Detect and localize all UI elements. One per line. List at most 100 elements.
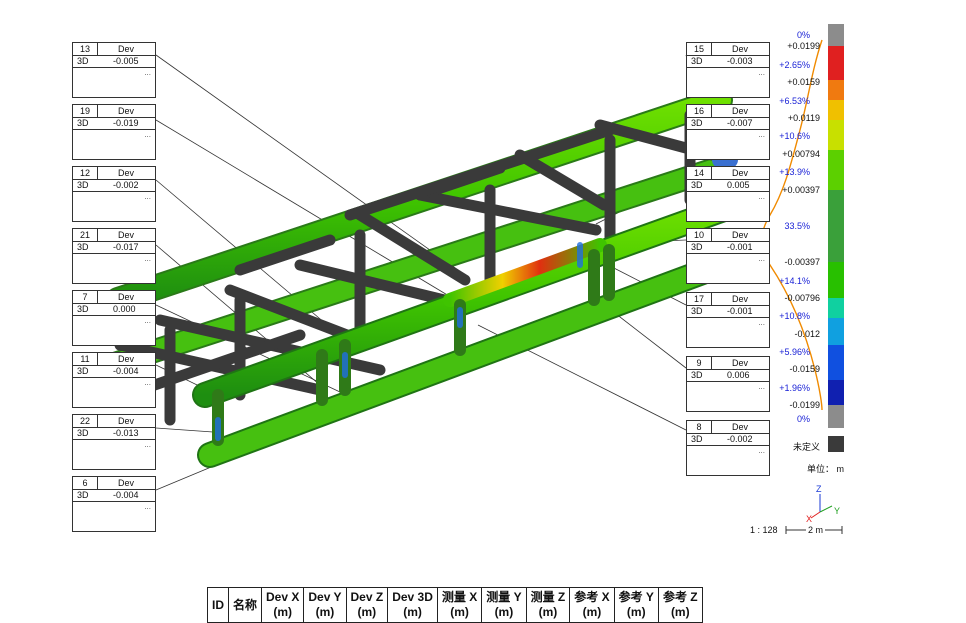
callout-header: Dev: [731, 168, 748, 178]
callout-value: -0.004: [113, 490, 139, 500]
callout-id: 6: [73, 477, 98, 489]
callout-key: 3D: [691, 370, 703, 380]
callout-10[interactable]: 10 Dev 3D -0.001...: [686, 228, 770, 284]
table-header-cell[interactable]: 测量 X(m): [436, 587, 483, 623]
callout-value: -0.001: [727, 306, 753, 316]
callout-header: Dev: [731, 230, 748, 240]
callout-more[interactable]: ...: [758, 130, 765, 139]
callout-key: 3D: [691, 434, 703, 444]
legend-percent-label: +6.53%: [779, 96, 810, 106]
callout-key: 3D: [77, 180, 89, 190]
callout-more[interactable]: ...: [758, 68, 765, 77]
callout-header: Dev: [117, 354, 134, 364]
callout-id: 11: [73, 353, 98, 365]
callout-key: 3D: [691, 242, 703, 252]
legend-value-label: -0.012: [794, 329, 820, 339]
truss-model[interactable]: [84, 87, 748, 468]
callout-more[interactable]: ...: [144, 502, 151, 511]
callout-more[interactable]: ...: [144, 130, 151, 139]
table-header-cell[interactable]: 名称: [227, 587, 263, 623]
callout-header: Dev: [731, 44, 748, 54]
callout-id: 19: [73, 105, 98, 117]
axis-z-label: Z: [816, 484, 822, 494]
callout-value: -0.001: [727, 242, 753, 252]
legend-segment: [828, 150, 844, 190]
table-header-cell[interactable]: Dev 3D(m): [387, 587, 438, 623]
scale-ratio: 1 : 128: [750, 525, 778, 535]
callout-id: 15: [687, 43, 712, 55]
legend-percent-label: 0%: [796, 30, 810, 40]
undefined-label: 未定义: [792, 442, 820, 452]
legend-value-label: -0.00796: [784, 293, 820, 303]
legend-value-label: +0.0159: [787, 77, 820, 87]
legend-segment: [828, 120, 844, 150]
callout-value: 0.005: [727, 180, 750, 190]
callout-more[interactable]: ...: [758, 318, 765, 327]
table-header-cell[interactable]: 参考 Y(m): [613, 587, 659, 623]
legend-value-label: +0.00397: [782, 185, 820, 195]
table-header-cell[interactable]: 测量 Y(m): [481, 587, 527, 623]
deviation-color-scale: [828, 24, 844, 428]
legend-percent-label: +14.1%: [779, 276, 810, 286]
legend-segment: [828, 298, 844, 318]
callout-more[interactable]: ...: [758, 192, 765, 201]
callout-more[interactable]: ...: [144, 192, 151, 201]
callout-id: 10: [687, 229, 712, 241]
callout-id: 9: [687, 357, 712, 369]
legend-segment: [828, 80, 844, 100]
callout-more[interactable]: ...: [758, 446, 765, 455]
legend-value-label: -0.0159: [789, 364, 820, 374]
legend-segment: [828, 262, 844, 298]
callout-more[interactable]: ...: [144, 440, 151, 449]
table-header-cell[interactable]: ID: [207, 587, 229, 623]
callout-more[interactable]: ...: [144, 378, 151, 387]
table-header-cell[interactable]: 参考 Z(m): [657, 587, 703, 623]
table-header-cell[interactable]: Dev Z(m): [345, 587, 389, 623]
legend-value-label: -0.0199: [789, 400, 820, 410]
callout-key: 3D: [77, 242, 89, 252]
legend-value-label: +0.00794: [782, 149, 820, 159]
callout-id: 22: [73, 415, 98, 427]
callout-more[interactable]: ...: [144, 316, 151, 325]
legend-segment: [828, 100, 844, 120]
callout-more[interactable]: ...: [758, 382, 765, 391]
callout-key: 3D: [691, 180, 703, 190]
legend-segment: [828, 24, 844, 46]
callout-header: Dev: [731, 422, 748, 432]
legend-segment: [828, 318, 844, 345]
callout-more[interactable]: ...: [758, 254, 765, 263]
legend-percent-label: +10.8%: [779, 311, 810, 321]
callout-header: Dev: [731, 106, 748, 116]
callout-key: 3D: [77, 56, 89, 66]
legend-segment: [828, 345, 844, 380]
callout-more[interactable]: ...: [144, 68, 151, 77]
legend-percent-label: +10.6%: [779, 131, 810, 141]
callout-header: Dev: [731, 294, 748, 304]
callout-value: -0.007: [727, 118, 753, 128]
scale-bar-label: 2 m: [806, 525, 826, 535]
table-header-cell[interactable]: 测量 Z(m): [525, 587, 571, 623]
callout-more[interactable]: ...: [144, 254, 151, 263]
axis-y-label: Y: [834, 506, 841, 516]
axis-x-label: X: [806, 514, 813, 524]
callout-id: 21: [73, 229, 98, 241]
table-header-cell[interactable]: Dev X(m): [261, 587, 305, 623]
table-header-cell[interactable]: 参考 X(m): [569, 587, 615, 623]
table-header-cell[interactable]: Dev Y(m): [303, 587, 347, 623]
